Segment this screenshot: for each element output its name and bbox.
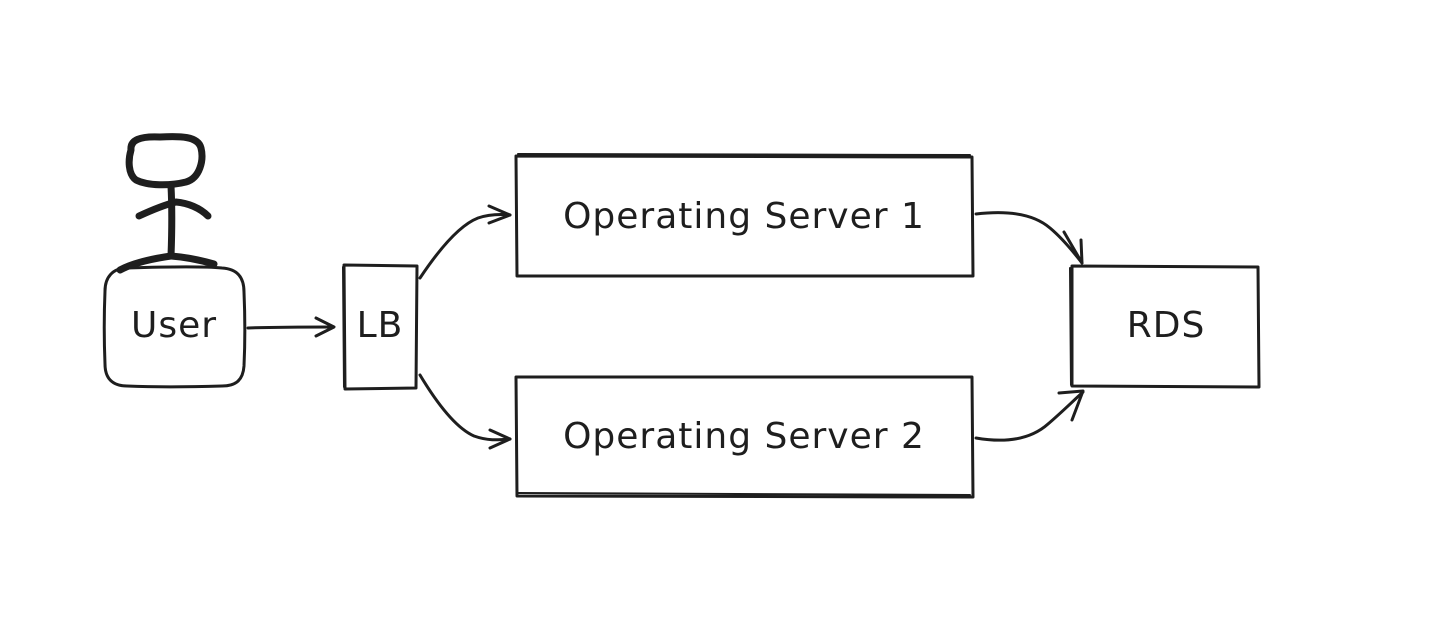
user-node[interactable]: User	[102, 265, 247, 389]
server1-node[interactable]: Operating Server 1	[514, 153, 975, 278]
user-node-box	[102, 265, 247, 389]
rds-label: RDS	[1127, 305, 1206, 346]
lb-node[interactable]: LB	[342, 263, 419, 391]
user-label: User	[131, 305, 217, 346]
server1-label: Operating Server 1	[563, 196, 925, 237]
arrow-lb-to-server2	[418, 373, 512, 450]
server2-node[interactable]: Operating Server 2	[514, 375, 975, 499]
rds-node-box	[1070, 264, 1261, 389]
lb-label: LB	[357, 305, 404, 346]
server1-node-box	[514, 154, 975, 278]
arrow-lb-to-server1	[418, 204, 512, 280]
server2-node-box	[514, 375, 975, 499]
rds-node[interactable]: RDS	[1069, 264, 1261, 389]
stick-figure-icon	[116, 133, 218, 274]
server2-label: Operating Server 2	[563, 416, 925, 457]
arrow-user-to-lb	[246, 316, 336, 338]
arrow-server1-to-rds	[974, 211, 1084, 265]
arrow-server2-to-rds	[974, 389, 1085, 442]
